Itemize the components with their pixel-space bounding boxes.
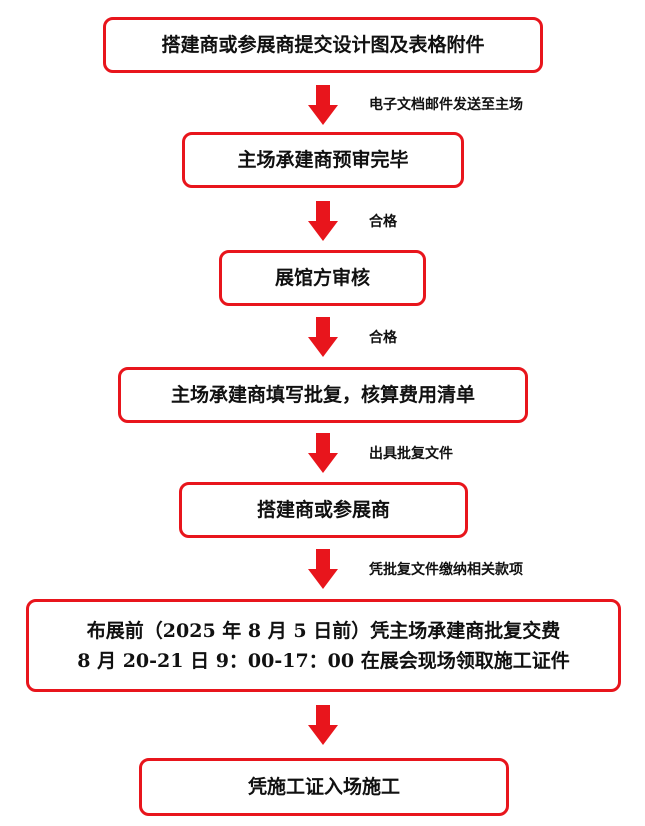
step-6-line-1: 布展前（2025 年 8 月 5 日前）凭主场承建商批复交费 xyxy=(86,619,561,642)
arrow-down-icon xyxy=(308,549,338,589)
arrow-label-5: 凭批复文件缴纳相关款项 xyxy=(369,562,523,578)
step-7-box: 凭施工证入场施工 xyxy=(139,758,509,816)
arrow-down-icon xyxy=(308,317,338,357)
step-5-text: 搭建商或参展商 xyxy=(256,499,390,521)
arrow-down-icon xyxy=(308,201,338,241)
arrow-down-icon xyxy=(308,433,338,473)
arrow-label-4: 出具批复文件 xyxy=(369,446,453,462)
step-1-box: 搭建商或参展商提交设计图及表格附件 xyxy=(103,17,543,73)
step-6-line-2: 8 月 20-21 日 9：00-17：00 在展会现场领取施工证件 xyxy=(77,649,570,672)
step-3-text: 展馆方审核 xyxy=(274,267,370,289)
step-6-box: 布展前（2025 年 8 月 5 日前）凭主场承建商批复交费 8 月 20-21… xyxy=(26,599,621,692)
step-4-text: 主场承建商填写批复，核算费用清单 xyxy=(170,384,475,406)
step-1-text: 搭建商或参展商提交设计图及表格附件 xyxy=(161,34,485,56)
arrow-down-icon xyxy=(308,85,338,125)
step-2-text: 主场承建商预审完毕 xyxy=(237,149,409,171)
arrow-label-3: 合格 xyxy=(369,330,397,346)
step-5-box: 搭建商或参展商 xyxy=(179,482,468,538)
step-2-box: 主场承建商预审完毕 xyxy=(182,132,464,188)
arrow-label-1: 电子文档邮件发送至主场 xyxy=(369,97,523,113)
arrow-label-2: 合格 xyxy=(369,214,397,230)
step-3-box: 展馆方审核 xyxy=(219,250,426,306)
step-7-text: 凭施工证入场施工 xyxy=(247,776,400,798)
step-4-box: 主场承建商填写批复，核算费用清单 xyxy=(118,367,528,423)
arrow-down-icon xyxy=(308,705,338,745)
